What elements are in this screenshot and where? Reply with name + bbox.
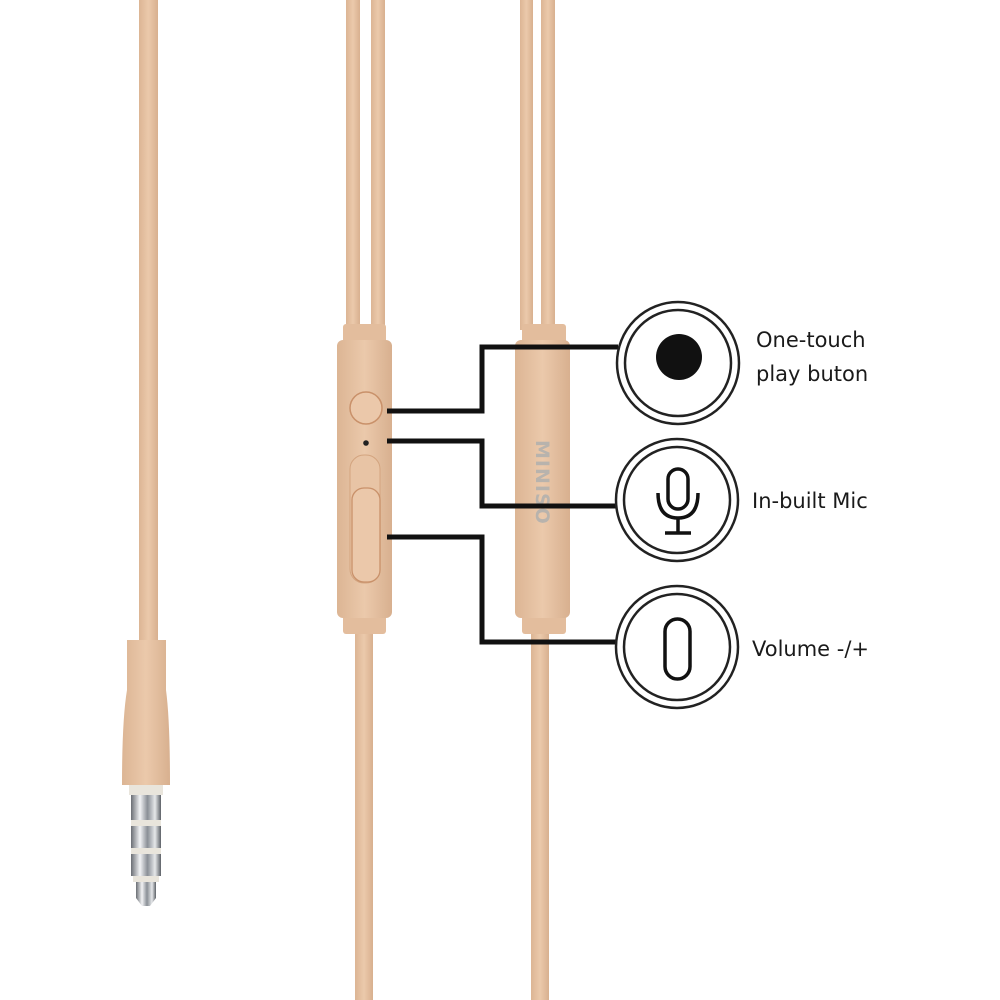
play-button-icon bbox=[656, 334, 702, 380]
volume-callout bbox=[614, 584, 740, 710]
remote-control-back: MINISO bbox=[515, 0, 570, 1000]
microphone-callout bbox=[614, 437, 740, 563]
play-button-label-line1: One-touch bbox=[756, 328, 866, 352]
audio-jack-cable bbox=[122, 0, 170, 906]
callout-lines bbox=[387, 344, 618, 645]
play-button-label: One-touch play buton bbox=[756, 323, 868, 391]
mic-hole bbox=[363, 440, 369, 446]
play-button-label-line2: play buton bbox=[756, 362, 869, 386]
play-button bbox=[349, 391, 383, 425]
jack-plug-icon bbox=[129, 785, 163, 906]
play-button-callout bbox=[615, 300, 741, 426]
microphone-icon bbox=[656, 467, 700, 535]
brand-logo: MINISO bbox=[531, 440, 553, 525]
volume-label: Volume -/+ bbox=[752, 637, 870, 661]
remote-control-front bbox=[337, 0, 392, 1000]
mic-label: In-built Mic bbox=[752, 489, 868, 513]
volume-rocker-icon bbox=[663, 617, 692, 681]
